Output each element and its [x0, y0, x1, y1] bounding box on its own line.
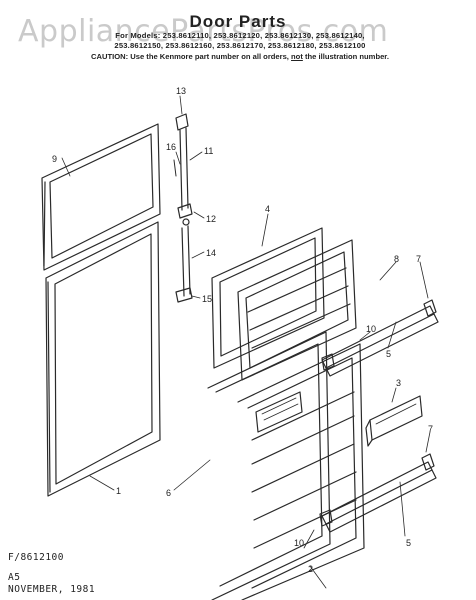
callout-10: 10 — [366, 324, 376, 334]
model-line: 253.8612150, 253.8612160, 253.8612170, 2… — [114, 41, 366, 50]
caution-suffix: the illustration number. — [304, 52, 389, 61]
part-4-panel-gasket — [211, 227, 325, 369]
model-list: For Models: 253.8612110, 253.8612120, 25… — [30, 31, 450, 51]
callout-1: 1 — [116, 486, 121, 496]
callout-9: 9 — [52, 154, 57, 164]
callout-11: 11 — [204, 146, 213, 156]
revision-code: A5 — [8, 572, 21, 583]
model-line: For Models: 253.8612110, 253.8612120, 25… — [115, 31, 365, 40]
figure-code: F/8612100 — [8, 552, 64, 563]
hinge-assembly — [173, 113, 193, 303]
callout-5: 5 — [386, 349, 391, 359]
part-2-door-liner — [237, 343, 365, 600]
caution-emphasis: not — [291, 52, 303, 61]
callout-15: 15 — [202, 294, 212, 304]
callout-labels: 1 2 3 4 5 5 6 7 7 8 9 10 10 11 12 13 14 … — [52, 86, 433, 574]
page-title: Door Parts — [189, 12, 287, 31]
callout-7: 7 — [428, 424, 433, 434]
callout-4: 4 — [265, 204, 270, 214]
callout-6: 6 — [166, 488, 171, 498]
fresh-food-door-shelf — [319, 453, 437, 533]
callout-5: 5 — [406, 538, 411, 548]
publication-date: NOVEMBER, 1981 — [8, 584, 96, 595]
leader-lines — [61, 95, 431, 589]
part-8-freezer-liner — [237, 239, 357, 381]
callout-3: 3 — [396, 378, 401, 388]
callout-7: 7 — [416, 254, 421, 264]
caution-note: CAUTION: Use the Kenmore part number on … — [30, 52, 450, 61]
part-1-fresh-food-gasket — [45, 221, 161, 497]
callout-16: 16 — [166, 142, 176, 152]
callout-13: 13 — [176, 86, 186, 96]
callout-14: 14 — [206, 248, 216, 258]
caution-prefix: CAUTION: Use the Kenmore part number on … — [91, 52, 289, 61]
callout-8: 8 — [394, 254, 399, 264]
part-3-dairy-bin — [365, 395, 423, 447]
callout-10: 10 — [294, 538, 304, 548]
callout-12: 12 — [206, 214, 216, 224]
part-6-door-gasket — [207, 331, 331, 600]
part-9-freezer-gasket — [41, 123, 161, 271]
callout-2: 2 — [308, 564, 313, 574]
